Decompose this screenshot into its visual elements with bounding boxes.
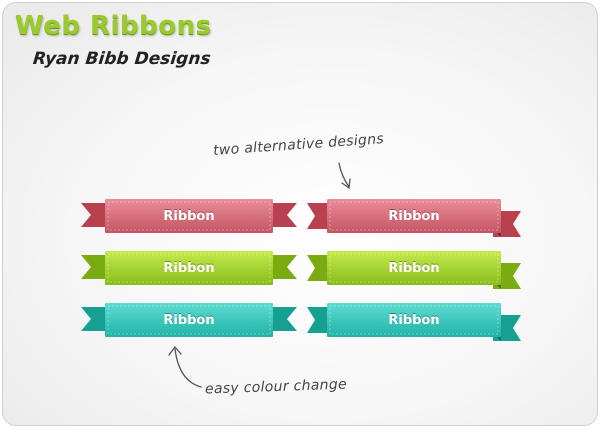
ribbon-shape <box>81 303 297 337</box>
ribbon-band <box>105 251 273 285</box>
page-title: Web Ribbons <box>15 11 212 41</box>
ribbon-stitching <box>329 201 499 231</box>
ribbon-band <box>105 199 273 233</box>
ribbon-left-red: Ribbon <box>81 199 297 239</box>
ribbon-shape <box>81 199 297 233</box>
arrow-down-icon <box>338 162 350 188</box>
ribbon-shape <box>307 251 521 289</box>
ribbon-band <box>327 303 501 337</box>
ribbon-stitching <box>107 305 271 335</box>
annotation-arrows <box>168 162 351 388</box>
ribbon-band <box>327 199 501 233</box>
ribbon-shape <box>81 251 297 285</box>
arrow-up-icon <box>174 348 202 388</box>
ribbon-stitching <box>107 253 271 283</box>
ribbon-band <box>327 251 501 285</box>
ribbon-left-green: Ribbon <box>81 251 297 291</box>
ribbon-left-teal: Ribbon <box>81 303 297 343</box>
arrow-down-head-icon <box>341 178 351 190</box>
ribbon-right-green: Ribbon <box>307 251 521 291</box>
ribbon-shape <box>307 199 521 237</box>
arrow-up-head-icon <box>168 345 182 356</box>
ribbon-right-teal: Ribbon <box>307 303 521 343</box>
ribbon-shape <box>307 303 521 341</box>
ribbon-stitching <box>329 253 499 283</box>
ribbon-stitching <box>107 201 271 231</box>
ribbon-right-red: Ribbon <box>307 199 521 239</box>
ribbon-band <box>105 303 273 337</box>
ribbon-stitching <box>329 305 499 335</box>
showcase-canvas: Web Ribbons Ryan Bibb Designs two altern… <box>2 2 598 426</box>
